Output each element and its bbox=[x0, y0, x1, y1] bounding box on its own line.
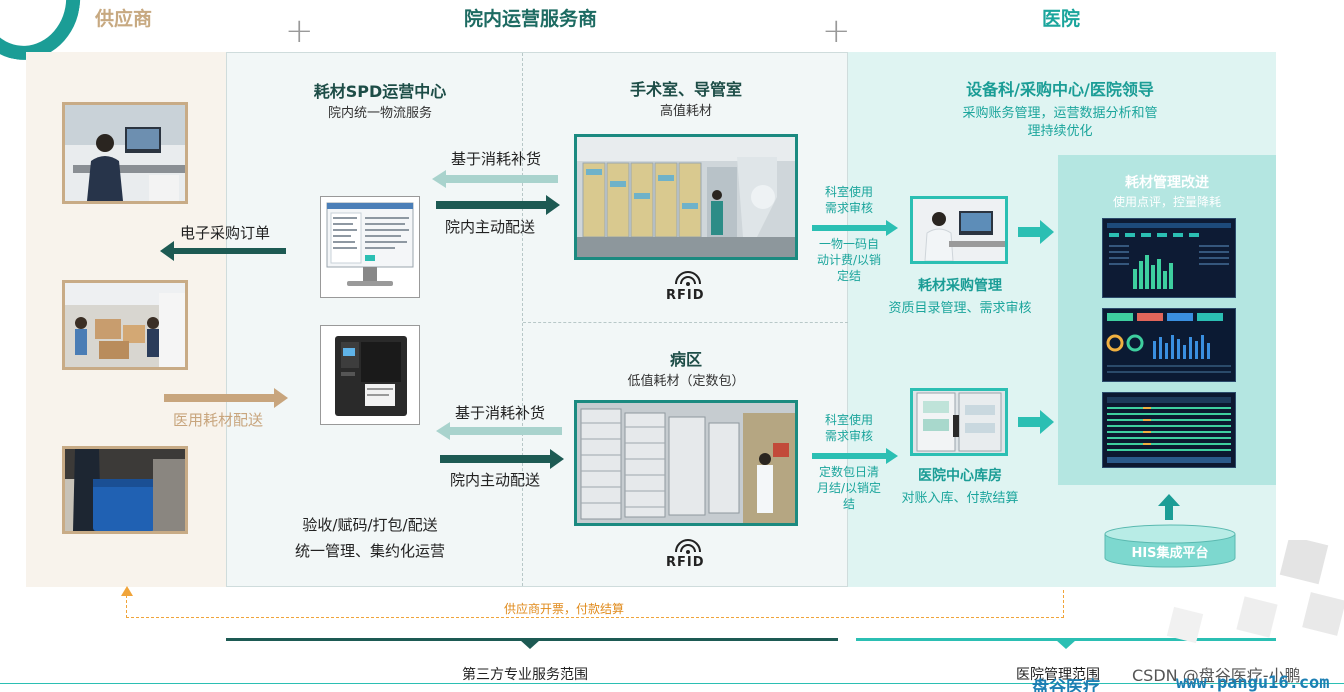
service-divider-horizontal bbox=[523, 322, 848, 323]
purchase-order-label: 电子采购订单 bbox=[180, 224, 271, 242]
third-party-scope-label: 第三方专业服务范围 bbox=[462, 667, 588, 683]
deliver-top-label: 院内主动配送 bbox=[445, 218, 536, 236]
top-billing-label: 一物一码自 动计费/以销 定结 bbox=[816, 237, 882, 283]
replenish-top-label: 基于消耗补货 bbox=[451, 150, 542, 168]
plus-marker-right: + bbox=[822, 11, 851, 51]
purchase-to-system-arrow bbox=[1018, 220, 1054, 244]
csdn-watermark: CSDN @盘谷医疗-小鹏 bbox=[1132, 666, 1301, 685]
dashboard-screen-3 bbox=[1102, 392, 1236, 468]
decorative-squares bbox=[1166, 540, 1344, 644]
spd-center-title: 耗材SPD运营中心 bbox=[313, 82, 447, 101]
hospital-scope-label: 医院管理范围 bbox=[1016, 667, 1100, 683]
service-divider-vertical bbox=[522, 53, 523, 586]
supply-delivery-label: 医用耗材配送 bbox=[173, 411, 264, 429]
spd-software-monitor bbox=[320, 196, 420, 298]
system-improvement-subtitle: 使用点评，控量降耗 bbox=[1112, 195, 1221, 209]
payment-loop-label: 供应商开票，付款结算 bbox=[500, 600, 629, 617]
footer-line bbox=[0, 683, 1344, 684]
deliver-bottom-label: 院内主动配送 bbox=[450, 471, 541, 489]
deliver-bottom-arrow bbox=[440, 449, 564, 469]
purchase-management-title: 耗材采购管理 bbox=[918, 278, 1002, 294]
his-up-arrow bbox=[1158, 494, 1180, 520]
replenish-top-arrow bbox=[432, 170, 558, 188]
or-room-photo bbox=[574, 134, 798, 260]
hospital-scope-bar bbox=[856, 638, 1276, 641]
store-to-system-arrow bbox=[1018, 410, 1054, 434]
hospital-leadership-subtitle-line2: 理持续优化 bbox=[1027, 124, 1093, 139]
rfid-label-bottom: RFID bbox=[666, 555, 705, 570]
his-platform-label: HIS集成平台 bbox=[1131, 546, 1209, 561]
top-flow-arrow bbox=[812, 220, 898, 236]
supply-delivery-arrow bbox=[164, 388, 288, 408]
central-store-title: 医院中心库房 bbox=[918, 468, 1002, 484]
or-room-title: 手术室、导管室 bbox=[629, 80, 742, 99]
spd-center-subtitle: 院内统一物流服务 bbox=[327, 106, 432, 121]
section-title-hospital: 医院 bbox=[1042, 8, 1081, 30]
central-store-subtitle: 对账入库、付款结算 bbox=[901, 491, 1019, 506]
brand-name: 盘谷医疗 bbox=[1032, 678, 1100, 692]
purchase-management-subtitle: 资质目录管理、需求审核 bbox=[888, 301, 1032, 316]
label-printer-image bbox=[320, 325, 420, 425]
brand-url[interactable]: www.pangu16.com bbox=[1176, 673, 1330, 692]
replenish-bottom-arrow bbox=[436, 422, 562, 440]
or-room-subtitle: 高值耗材 bbox=[659, 104, 712, 119]
central-store-photo bbox=[910, 388, 1008, 456]
ward-title: 病区 bbox=[669, 350, 702, 369]
section-title-service: 院内运营服务商 bbox=[464, 8, 598, 30]
spd-process-line2: 统一管理、集约化运营 bbox=[294, 542, 445, 560]
third-party-scope-bar bbox=[226, 638, 838, 641]
plus-marker-left: + bbox=[285, 11, 314, 51]
his-platform-cylinder bbox=[1104, 524, 1236, 568]
rfid-label-top: RFID bbox=[666, 288, 705, 303]
supplier-cooler-photo bbox=[62, 446, 188, 534]
supplier-warehouse-photo bbox=[62, 280, 188, 370]
dashboard-screen-1 bbox=[1102, 218, 1236, 298]
deliver-top-arrow bbox=[436, 195, 560, 215]
rfid-waves-icon-top bbox=[675, 271, 701, 286]
ward-photo bbox=[574, 400, 798, 526]
bottom-flow-arrow bbox=[812, 448, 898, 464]
spd-process-line1: 验收/赋码/打包/配送 bbox=[302, 516, 438, 534]
hospital-leadership-title: 设备科/采购中心/医院领导 bbox=[966, 80, 1154, 99]
third-party-scope-pointer bbox=[520, 640, 540, 649]
bottom-department-use-label: 科室使用 需求审核 bbox=[824, 413, 873, 443]
purchase-management-photo bbox=[910, 196, 1008, 264]
purchase-order-arrow bbox=[160, 241, 286, 261]
supplier-office-photo bbox=[62, 102, 188, 204]
system-improvement-title: 耗材管理改进 bbox=[1125, 175, 1209, 191]
hospital-leadership-subtitle-line1: 采购账务管理，运营数据分析和管 bbox=[962, 106, 1158, 121]
bottom-billing-label: 定数包日清 月结/以销定 结 bbox=[816, 465, 882, 511]
ward-subtitle: 低值耗材（定数包） bbox=[627, 374, 745, 389]
payment-loop-line bbox=[126, 590, 1064, 618]
rfid-waves-icon-bottom bbox=[675, 539, 701, 554]
section-title-supplier: 供应商 bbox=[95, 8, 153, 30]
payment-loop-arrowhead bbox=[121, 586, 133, 596]
top-department-use-label: 科室使用 需求审核 bbox=[824, 185, 873, 215]
replenish-bottom-label: 基于消耗补货 bbox=[455, 404, 546, 422]
dashboard-screen-2 bbox=[1102, 308, 1236, 382]
hospital-scope-pointer bbox=[1056, 640, 1076, 649]
